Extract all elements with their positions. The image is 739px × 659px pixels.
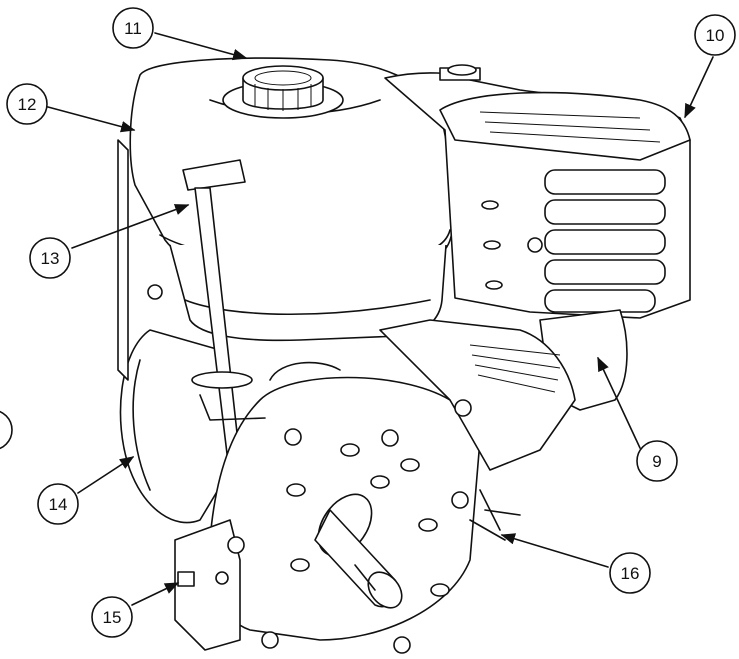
fuel-cap	[222, 65, 344, 119]
bolts	[147, 284, 472, 654]
leader-arrow-13	[71, 204, 190, 249]
callout-number: 9	[652, 452, 661, 471]
leader-arrows	[47, 32, 714, 606]
callout-circle	[29, 237, 71, 279]
callout-circle	[694, 14, 736, 56]
callout-number: 14	[49, 495, 68, 514]
dipstick	[182, 159, 254, 521]
leader-arrow-16	[500, 533, 609, 568]
side-panel	[117, 139, 129, 381]
callout-number: 12	[18, 95, 37, 114]
leader-arrow-14	[77, 456, 135, 494]
callout-number: 10	[706, 26, 725, 45]
callout-15: 15	[91, 596, 133, 638]
callout-12: 12	[6, 83, 48, 125]
callout-circle	[37, 483, 79, 525]
crank-block	[174, 519, 241, 651]
air-cleaner	[384, 64, 691, 319]
linkage	[469, 489, 521, 541]
callout-14: 14	[37, 483, 79, 525]
callout-10: 10	[694, 14, 736, 56]
callout-circle	[91, 596, 133, 638]
leader-arrow-11	[154, 32, 248, 61]
callout-circle	[6, 83, 48, 125]
clipped-callout-circle	[0, 410, 13, 450]
callout-circle	[636, 440, 678, 482]
callout-13: 13	[29, 237, 71, 279]
output-shaft	[314, 493, 403, 609]
callout-circle	[609, 552, 651, 594]
tank-lower	[169, 244, 447, 342]
leader-arrow-10	[684, 56, 714, 119]
leader-arrow-9	[597, 356, 641, 449]
engine-illustration	[117, 57, 691, 654]
leader-arrow-12	[47, 106, 136, 133]
recoil-housing	[119, 329, 231, 524]
callout-number: 16	[621, 564, 640, 583]
callout-circle	[112, 7, 154, 49]
callout-11: 11	[112, 7, 154, 49]
callout-number: 15	[103, 608, 122, 627]
housing-holes	[286, 443, 450, 597]
engine-block	[379, 319, 576, 471]
callout-9: 9	[636, 440, 678, 482]
leader-arrow-15	[131, 582, 180, 606]
callout-number: 13	[41, 249, 60, 268]
callout-number: 11	[124, 19, 142, 38]
callout-16: 16	[609, 552, 651, 594]
